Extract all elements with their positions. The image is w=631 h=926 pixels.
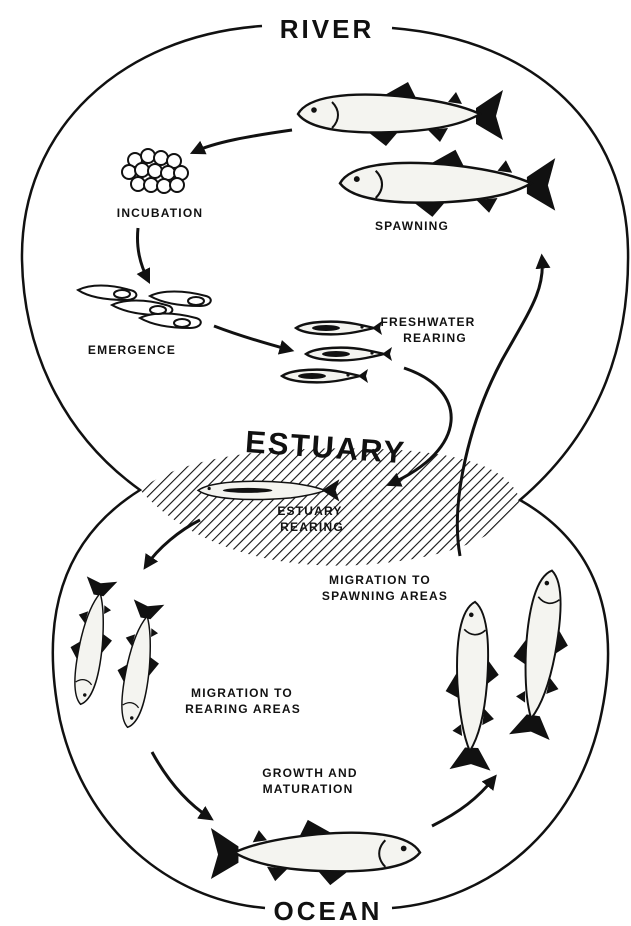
arrow-incubation-to-emergence (137, 228, 148, 280)
label-freshwater-rearing-line2: REARING (403, 331, 467, 345)
returning-salmon-right-icon (503, 567, 578, 741)
migrating-salmon-right-icon (108, 599, 169, 731)
alevin-group-icon (78, 286, 211, 329)
label-incubation: INCUBATION (117, 206, 203, 220)
arrow-spawning-to-incubation (194, 130, 292, 152)
zone-label-ocean: OCEAN (274, 896, 383, 926)
label-migration-spawning-line2: SPAWNING AREAS (322, 589, 448, 603)
label-migration-spawning-line1: MIGRATION TO (329, 573, 431, 587)
spawning-salmon-upper-icon (298, 82, 503, 146)
label-spawning: SPAWNING (375, 219, 449, 233)
egg-cluster-icon (122, 149, 188, 193)
arrow-growth-to-return (432, 778, 494, 826)
zone-label-river: RIVER (280, 14, 374, 44)
arrow-emergence-to-freshwater (214, 326, 290, 350)
fry-upper-icon (296, 321, 382, 335)
label-growth-line2: MATURATION (263, 782, 354, 796)
label-migration-rearing-line2: REARING AREAS (185, 702, 301, 716)
label-freshwater-rearing-line1: FRESHWATER (380, 315, 475, 329)
migrating-salmon-left-icon (61, 576, 122, 708)
label-emergence: EMERGENCE (88, 343, 176, 357)
label-growth-line1: GROWTH AND (262, 766, 358, 780)
maturing-salmon-icon (211, 820, 420, 885)
fry-middle-icon (306, 347, 392, 361)
label-estuary-rearing-line2: REARING (280, 520, 344, 534)
fry-lower-icon (282, 369, 368, 383)
spawning-salmon-lower-icon (340, 150, 555, 217)
arrow-migration-to-growth (152, 752, 210, 818)
returning-salmon-left-icon (443, 601, 501, 771)
label-estuary-rearing-line1: ESTUARY (277, 504, 342, 518)
label-migration-rearing-line1: MIGRATION TO (191, 686, 293, 700)
